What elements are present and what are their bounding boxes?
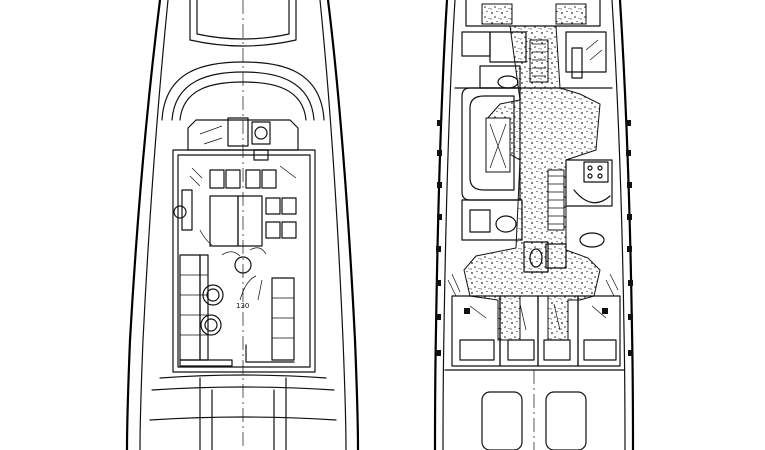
central-corridor [463,25,601,341]
upper-deck-area [172,149,316,373]
galley [547,159,613,248]
frame-ticks [436,120,633,356]
guest-cabins [447,273,621,367]
hull-outline-left [125,0,360,450]
forward-seating [173,165,297,231]
port-heads [523,241,567,273]
flybridge-deck-plan: 130 [125,0,360,450]
hull-outline-right [433,0,635,450]
aft-lounge [179,254,295,367]
engine-room [481,370,587,450]
hull-inner-line-left [139,0,347,450]
dimension-label: 130 [236,302,249,310]
lower-deck-plan [433,0,635,450]
windscreen-arch [161,61,325,121]
dining-set [199,195,297,247]
cocktail-tables [200,247,267,336]
saloon-cabin [461,87,523,241]
stern-lines-left [151,374,335,450]
bow-hatch [189,0,297,47]
